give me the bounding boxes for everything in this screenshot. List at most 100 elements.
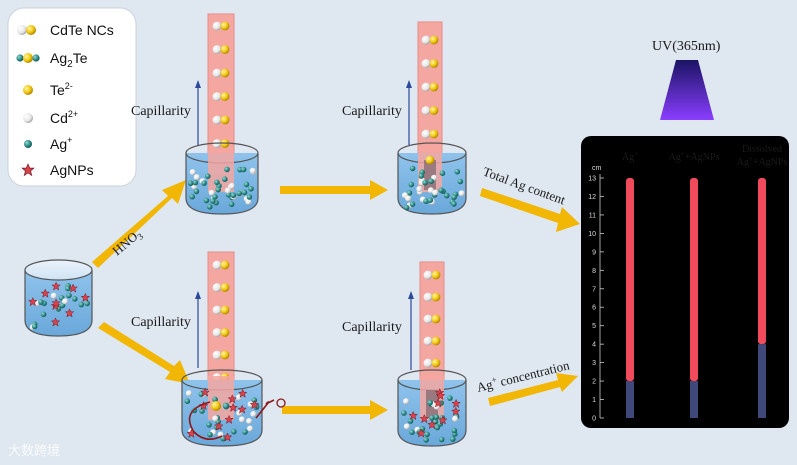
- legend: CdTe NCs Ag2Te Te2- Cd2+ Ag+ AgNPs: [7, 7, 137, 187]
- ion-particle: [187, 180, 194, 187]
- cdte-nc-yellow-icon: [26, 25, 36, 35]
- ion-particle: [427, 197, 434, 203]
- cdte-nc: [429, 35, 439, 45]
- ion-particle: [432, 418, 439, 425]
- ion-particle: [66, 292, 72, 299]
- ion-particle: [247, 401, 254, 408]
- ion-particle: [444, 192, 450, 199]
- ion-particle: [405, 195, 412, 202]
- ion-particle: [192, 179, 199, 186]
- legend-box: [7, 7, 137, 187]
- ion-particle: [423, 198, 429, 204]
- arrow-total-ag: [480, 188, 580, 232]
- cdte-nc: [212, 328, 222, 337]
- ion-particle: [433, 414, 440, 420]
- beaker-top-left: [185, 142, 259, 215]
- ion-particle: [403, 398, 409, 405]
- cdte-nc: [431, 358, 441, 368]
- ion-particle: [416, 186, 423, 192]
- ion-particle: [206, 422, 212, 428]
- capillarity-arrowhead-bl: [195, 291, 201, 299]
- cdte-nc: [429, 129, 439, 139]
- cdte-nc: [423, 292, 433, 302]
- cdte-nc: [421, 35, 431, 45]
- ruler-tick-label: 11: [589, 212, 596, 219]
- ion-particle: [401, 410, 407, 416]
- cycle-arrow-end: [276, 398, 286, 408]
- capillarity-label-bm: Capillarity: [342, 320, 402, 335]
- cdte-nc: [212, 115, 222, 125]
- ion-particle: [243, 181, 250, 188]
- te-particle: [211, 401, 221, 411]
- cdte-nc: [220, 68, 230, 78]
- cdte-nc: [429, 59, 439, 68]
- cdte-nc: [431, 270, 441, 280]
- ion-particle: [418, 173, 425, 179]
- legend-label-cdte: CdTe NCs: [50, 22, 114, 38]
- ion-particle: [452, 415, 459, 422]
- column-title-3b: Ag++AgNPs: [737, 155, 788, 168]
- ion-particle: [189, 193, 195, 200]
- capillarity-arrowhead-tm: [406, 80, 412, 88]
- ion-particle: [62, 298, 68, 305]
- ion-particle: [212, 396, 218, 403]
- ag2te-ag-right-icon: [32, 54, 40, 62]
- te-ion-icon: [23, 85, 33, 95]
- column-fluorescent-band: [626, 178, 634, 382]
- capillarity-label-bl: Capillarity: [131, 315, 191, 330]
- ag2te-te-icon: [23, 53, 33, 63]
- ruler-tick-label: 3: [592, 360, 596, 367]
- beaker-bottom-left: [181, 369, 286, 447]
- cdte-nc: [220, 21, 230, 31]
- ion-particle: [241, 189, 248, 196]
- column-dark-band: [758, 344, 766, 418]
- source-beaker: [24, 259, 93, 337]
- capillarity-label-tm: Capillarity: [342, 104, 402, 119]
- ion-particle: [235, 394, 242, 401]
- ion-particle: [246, 194, 253, 200]
- ion-particle: [228, 182, 235, 189]
- ion-particle: [215, 186, 221, 193]
- ion-particle: [199, 408, 205, 414]
- legend-label-ag2te: Ag2Te: [50, 50, 88, 70]
- cdte-nc: [212, 92, 222, 101]
- ion-particle: [236, 190, 243, 197]
- cdte-nc: [220, 350, 230, 360]
- cd-ion-icon: [23, 113, 33, 123]
- ruler-tick-label: 8: [592, 268, 596, 275]
- column-dark-band: [626, 381, 634, 418]
- ion-particle: [207, 204, 213, 210]
- flow-arrows: [92, 180, 580, 420]
- cdte-nc: [220, 328, 230, 337]
- ion-particle: [185, 390, 192, 397]
- cdte-nc: [220, 45, 230, 54]
- arrow-ag-concentration: [488, 373, 578, 406]
- ag-ion-icon: [24, 140, 32, 148]
- ion-particle: [403, 204, 410, 211]
- column-title-1: Ag+: [622, 150, 638, 163]
- ion-particle: [245, 198, 252, 205]
- ion-particle: [438, 436, 445, 443]
- ion-particle: [84, 300, 90, 307]
- cdte-nc: [423, 314, 433, 324]
- ion-particle: [451, 201, 457, 207]
- legend-label-cd: Cd2+: [50, 109, 78, 126]
- ruler-tick-label: 6: [592, 305, 596, 312]
- ion-particle: [409, 165, 416, 172]
- cdte-nc: [423, 336, 433, 346]
- ion-particle: [224, 187, 231, 194]
- cdte-nc: [220, 92, 230, 101]
- column-title-2: Ag++AgNPs: [669, 150, 720, 163]
- ion-particle: [427, 399, 434, 406]
- ion-particle: [217, 431, 224, 438]
- ion-particle: [203, 197, 210, 204]
- ion-particle: [250, 411, 257, 417]
- capillarity-arrowhead-tl: [195, 80, 201, 88]
- cdte-nc: [212, 45, 222, 54]
- cdte-nc: [212, 305, 222, 315]
- ion-particle: [78, 301, 85, 308]
- ion-particle: [222, 176, 228, 182]
- ion-particle: [193, 188, 200, 195]
